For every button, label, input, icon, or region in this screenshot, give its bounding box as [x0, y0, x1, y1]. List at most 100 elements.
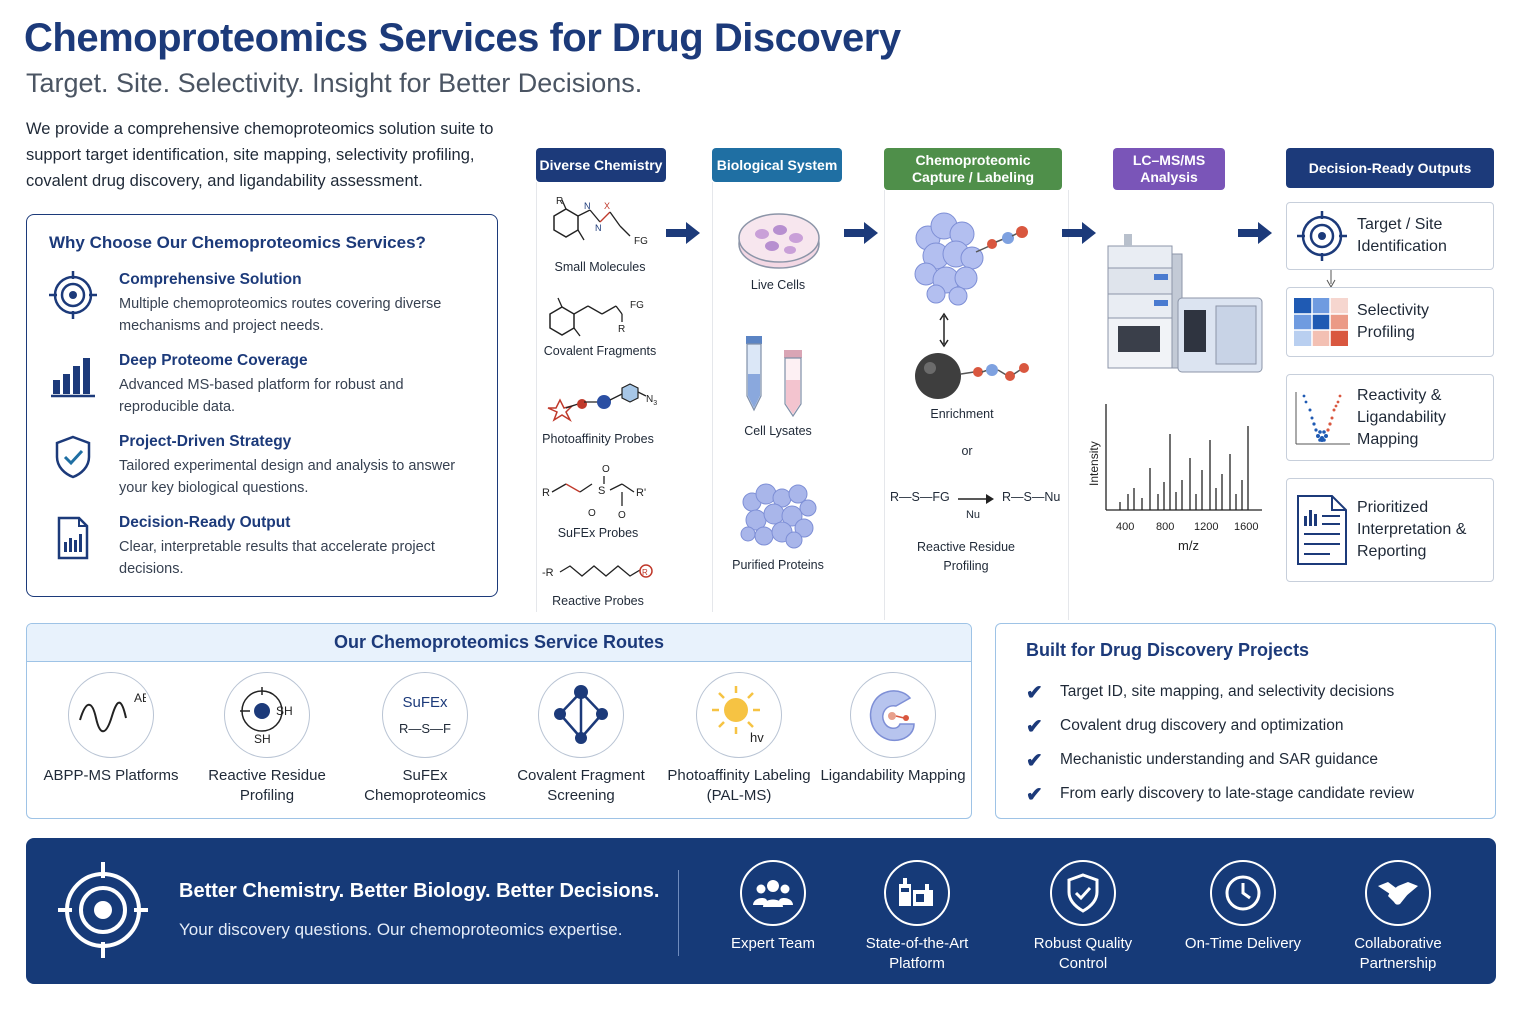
route-label: ABPP-MS Platforms [43, 767, 179, 784]
stage-diverse-chemistry: Diverse Chemistry [536, 148, 666, 182]
why-item-desc: Clear, interpretable results that accele… [119, 539, 435, 577]
flow-arrow-icon [1238, 222, 1272, 244]
fragment-network-icon [554, 685, 608, 744]
reaction-right-label: R—S—Nu [1002, 490, 1061, 504]
feature-label: State-of-the-Art Platform [865, 935, 969, 972]
report-icon [57, 516, 89, 560]
shield-check-icon [55, 435, 91, 479]
built-item: ✔Target ID, site mapping, and selectivit… [1026, 675, 1465, 709]
feature-expert-team: Expert Team [698, 860, 848, 954]
ms-tick: 400 [1116, 521, 1134, 533]
lcms-instrument-icon [1107, 234, 1263, 373]
chem-n-label: N [584, 201, 591, 211]
sufex-icon-title: SuFEx [402, 694, 448, 711]
built-item-label: Mechanistic understanding and SAR guidan… [1060, 751, 1378, 768]
enrichment-bead-icon [915, 353, 1029, 399]
sufex-icon-formula: R—S—F [399, 721, 451, 736]
target-icon [58, 862, 148, 958]
chem-o-label: O [618, 510, 626, 520]
intro-text: We provide a comprehensive chemoproteomi… [26, 120, 494, 190]
petri-dish-icon [738, 213, 820, 269]
abpp-icon: ABP [79, 691, 146, 733]
sh-label: SH [276, 704, 293, 718]
why-heading: Why Choose Our Chemoproteomics Services? [49, 233, 426, 252]
chem-r-dash-label: -R [542, 567, 554, 579]
feature-partnership: Collaborative Partnership [1323, 860, 1473, 974]
chem-sufex-label: SuFEx Probes [557, 526, 639, 540]
routes-heading: Our Chemoproteomics Service Routes [27, 624, 971, 662]
stage-lcms-analysis: LC–MS/MS Analysis [1113, 148, 1225, 190]
feature-platform: State-of-the-Art Platform [842, 860, 992, 974]
reactive-probe-structure-icon: -R R [542, 564, 653, 579]
check-icon: ✔ [1026, 783, 1043, 806]
route-label: SuFEx Chemoproteomics [364, 767, 486, 804]
output-label: Target / Site Identification [1357, 216, 1447, 255]
hv-label: hv [750, 730, 764, 745]
footer-banner: Better Chemistry. Better Biology. Better… [26, 838, 1496, 984]
why-item-title: Project-Driven Strategy [119, 433, 292, 450]
flow-arrow-icon [666, 222, 700, 244]
reaction-arrow-icon [958, 494, 994, 504]
route-ligandability: Ligandability Mapping [813, 672, 973, 786]
column-divider [884, 190, 885, 620]
why-choose-panel: Why Choose Our Chemoproteomics Services?… [26, 214, 498, 597]
volcano-plot-icon [1295, 391, 1350, 444]
built-item: ✔From early discovery to late-stage cand… [1026, 777, 1465, 811]
built-item-label: Target ID, site mapping, and selectivity… [1060, 683, 1395, 700]
route-label: Photoaffinity Labeling (PAL-MS) [667, 767, 811, 804]
page-title: Chemoproteomics Services for Drug Discov… [24, 16, 901, 60]
page-subtitle: Target. Site. Selectivity. Insight for B… [26, 68, 643, 98]
purified-protein-icon [740, 483, 817, 549]
feature-label: Collaborative Partnership [1354, 935, 1442, 972]
flow-arrow-icon [844, 222, 878, 244]
bio-cell-lysates-label: Cell Lysates [744, 424, 812, 438]
stage-decision-outputs: Decision-Ready Outputs [1286, 148, 1494, 188]
chem-photoaffinity-label: Photoaffinity Probes [542, 432, 654, 446]
output-reactivity: Reactivity & Ligandability Mapping [1286, 374, 1494, 461]
chem-n-label: N [595, 223, 602, 233]
route-photoaffinity: hv Photoaffinity Labeling (PAL-MS) [659, 672, 819, 806]
reaction-nu-label: Nu [965, 509, 981, 521]
feature-label: Expert Team [731, 935, 815, 952]
reaction-left-label: R—S—FG [890, 490, 950, 504]
bar-chart-icon [51, 358, 95, 398]
protein-pocket-icon [869, 690, 915, 742]
feature-label: On-Time Delivery [1184, 935, 1302, 952]
sufex-probe-structure-icon: R S O O O R' [542, 464, 646, 520]
chem-r-label: R [618, 324, 625, 335]
footer-divider [678, 870, 679, 956]
route-covalent-fragment: Covalent Fragment Screening [501, 672, 661, 806]
ms-tick: 800 [1156, 521, 1174, 533]
built-for-panel: Built for Drug Discovery Projects ✔Targe… [995, 623, 1496, 819]
abpp-letter: ABP [134, 691, 146, 705]
output-target-site: Target / Site Identification [1286, 202, 1494, 270]
built-item: ✔Mechanistic understanding and SAR guida… [1026, 743, 1465, 777]
chem-r-label: R [556, 196, 563, 207]
photoaffinity-probe-icon: N3 [547, 383, 657, 423]
chem-covalent-fragments-label: Covalent Fragments [543, 344, 657, 358]
why-item-desc: Advanced MS-based platform for robust an… [119, 377, 404, 415]
heatmap-icon [1294, 298, 1348, 346]
output-reporting: Prioritized Interpretation & Reporting [1286, 478, 1494, 582]
route-label: Reactive Residue Profiling [208, 767, 326, 804]
clock-icon [1225, 875, 1261, 911]
why-item-desc: Multiple chemoproteomics routes covering… [119, 296, 442, 334]
service-routes-panel: Our Chemoproteomics Service Routes ABP A… [26, 623, 972, 819]
shield-check-icon [1067, 873, 1099, 913]
why-item-title: Deep Proteome Coverage [119, 352, 308, 369]
why-item-title: Comprehensive Solution [119, 271, 302, 288]
chem-r-circle-label: R [642, 568, 648, 577]
feature-label: Robust Quality Control [1033, 935, 1133, 972]
small-molecule-structure-icon: R N N X FG [553, 196, 648, 247]
ms-tick: 1200 [1194, 521, 1218, 533]
flow-arrow-icon [1062, 222, 1096, 244]
stage-capture-labeling: Chemoproteomic Capture / Labeling [884, 148, 1062, 190]
chem-r-label: R [542, 487, 550, 499]
route-label: Covalent Fragment Screening [517, 767, 645, 804]
route-label: Ligandability Mapping [820, 767, 966, 784]
